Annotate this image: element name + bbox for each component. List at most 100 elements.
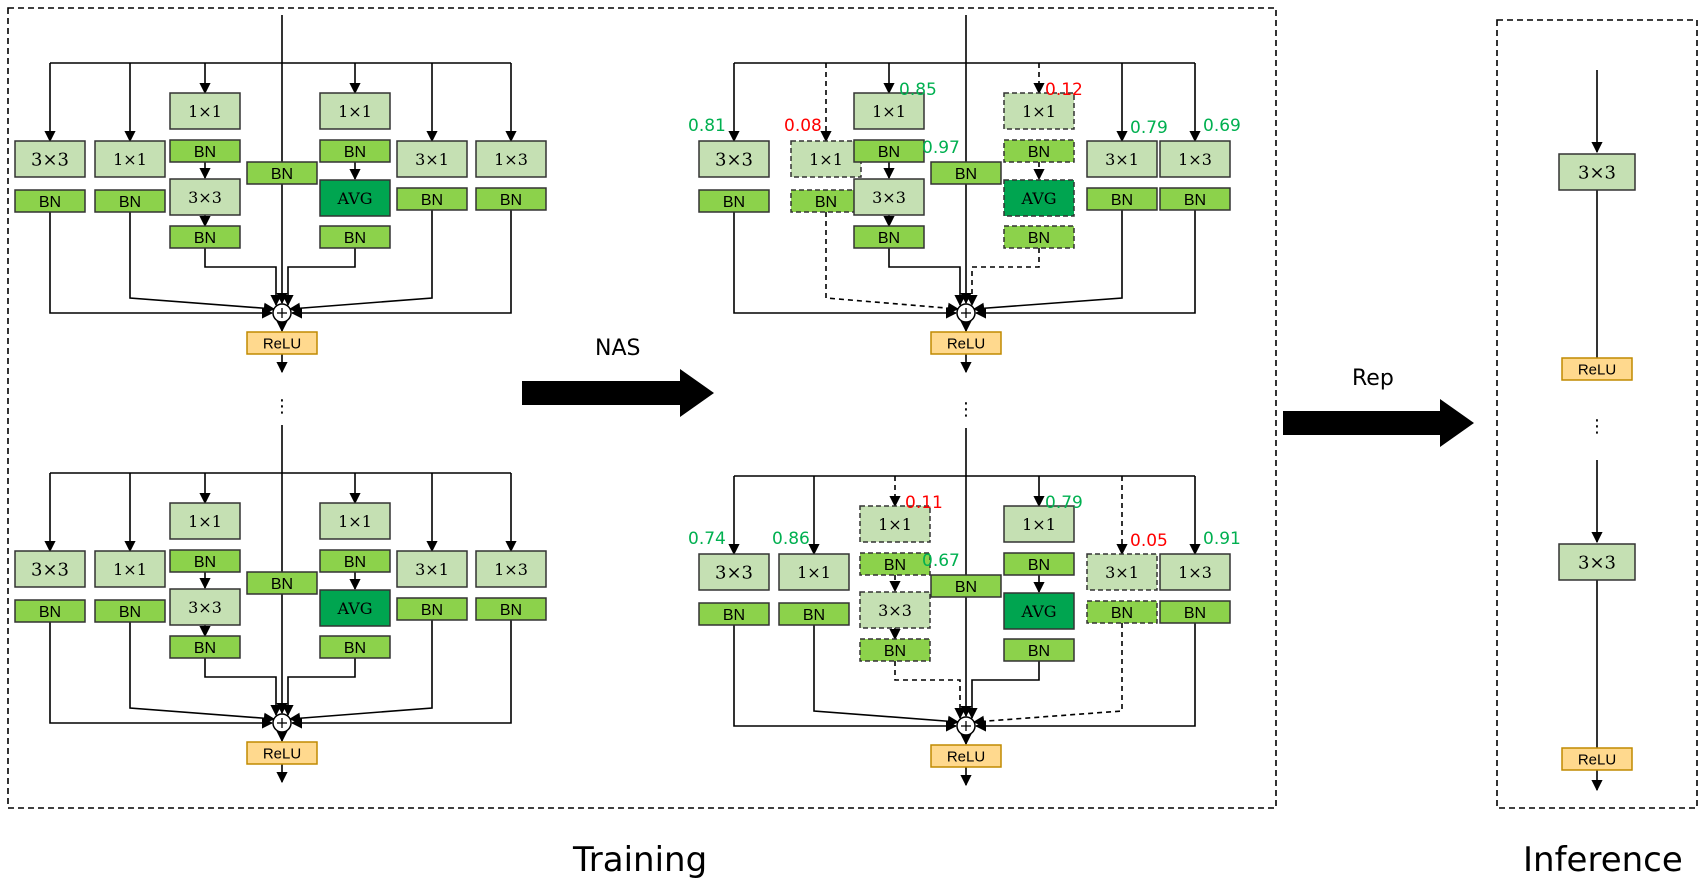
nas-bottom-b3-bn-text: BN — [955, 579, 977, 596]
train-top-b2-conv1-text: 1×1 — [188, 102, 222, 121]
nas-top-b0-bn-text: BN — [723, 194, 745, 211]
nas-top-b4-conv-rect — [1003, 92, 1075, 130]
nas-top-weight-6: 0.69 — [1203, 116, 1241, 136]
inf-relu-top: ReLU — [1561, 357, 1633, 381]
nas-top-b5-conv: 3×1 — [1086, 140, 1158, 178]
train-top-b2-conv1: 1×1 — [169, 92, 241, 130]
train-top-b0-conv: 3×3 — [14, 140, 86, 178]
train-bottom-b2-conv2-rect — [169, 588, 241, 626]
train-top-b6-bn-rect — [475, 187, 547, 211]
train-bottom-b2-bn1: BN — [169, 549, 241, 573]
nas-ellipsis: ⋮ — [957, 399, 975, 420]
train-bottom-ret-5 — [288, 620, 433, 724]
nas-bottom-b2-conv1-rect — [859, 505, 931, 543]
train-top-b0-conv-text: 3×3 — [31, 149, 69, 170]
train-bottom-ret-0 — [49, 622, 274, 729]
nas-bottom-weight-1: 0.86 — [772, 529, 810, 549]
train-bottom-b0-bn-text: BN — [39, 604, 61, 621]
train-bottom-b2-bn2-rect — [169, 635, 241, 659]
train-top-b5-bn: BN — [396, 187, 468, 211]
train-top-b0-bn: BN — [14, 189, 86, 213]
train-bottom-b0-conv-text: 3×3 — [31, 559, 69, 580]
train-top-b2-bn2-text: BN — [194, 230, 216, 247]
train-bottom-b6-bn-text: BN — [500, 602, 522, 619]
train-top-b1-conv-text: 1×1 — [113, 150, 147, 169]
nas-top-b3-bn-rect — [930, 161, 1002, 185]
nas-top-b6-conv: 1×3 — [1159, 140, 1231, 178]
train-top-b0-bn-rect — [14, 189, 86, 213]
inf-conv-bottom-rect — [1558, 543, 1636, 581]
nas-bottom-b0-bn: BN — [698, 602, 770, 626]
train-bottom-add — [272, 713, 292, 733]
inf-conv-top: 3×3 — [1558, 153, 1636, 191]
train-top-b2-conv2: 3×3 — [169, 178, 241, 216]
train-top-b5-conv: 3×1 — [396, 140, 468, 178]
train-bottom-b4-conv: 1×1 — [319, 502, 391, 540]
train-bottom-b4-bn1-text: BN — [344, 554, 366, 571]
train-bottom-b3-bn-text: BN — [271, 576, 293, 593]
train-bottom-b6-bn-rect — [475, 597, 547, 621]
train-top-relu: ReLU — [246, 331, 318, 355]
train-bottom-b1-conv-rect — [94, 550, 166, 588]
train-top-ret-6 — [290, 210, 512, 319]
nas-top-ret-6 — [974, 210, 1196, 319]
nas-bottom-b2-bn2-text: BN — [884, 643, 906, 660]
nas-bottom-ret-5 — [972, 623, 1123, 727]
nas-top-b6-conv-text: 1×3 — [1178, 150, 1212, 169]
nas-top-b2-bn2: BN — [853, 225, 925, 249]
train-bottom-b2-conv2: 3×3 — [169, 588, 241, 626]
train-bottom-b2-conv1-text: 1×1 — [188, 512, 222, 531]
nas-bottom-b6-conv-rect — [1159, 553, 1231, 591]
train-bottom-b4-bn1-rect — [319, 549, 391, 573]
nas-top-b0-conv: 3×3 — [698, 140, 770, 178]
inference-frame — [1496, 19, 1698, 809]
train-top-b6-bn: BN — [475, 187, 547, 211]
nas-top-ret-2 — [888, 248, 966, 307]
nas-top-ret-0 — [733, 212, 958, 319]
train-bottom-b2-bn1-rect — [169, 549, 241, 573]
nas-bottom-b2-conv2-text: 3×3 — [878, 601, 912, 620]
train-bottom-relu-rect — [246, 741, 318, 765]
nas-top-b2-conv2: 3×3 — [853, 178, 925, 216]
nas-bottom-b1-bn-text: BN — [803, 607, 825, 624]
nas-top-relu-text: ReLU — [947, 335, 985, 352]
nas-bottom-b6-bn-text: BN — [1184, 605, 1206, 622]
train-top-relu-text: ReLU — [263, 335, 301, 352]
nas-bottom-b2-conv1: 1×1 — [859, 505, 931, 543]
nas-top-b5-bn-rect — [1086, 187, 1158, 211]
nas-bottom-b6-conv-text: 1×3 — [1178, 563, 1212, 582]
train-bottom-b4-conv-text: 1×1 — [338, 512, 372, 531]
train-top-b6-conv: 1×3 — [475, 140, 547, 178]
nas-bottom-b4-bn2-rect — [1003, 638, 1075, 662]
nas-bottom-b1-conv-rect — [778, 553, 850, 591]
train-bottom-b2-conv1-rect — [169, 502, 241, 540]
train-top-ret-1 — [129, 212, 276, 314]
nas-top-b4-bn1-text: BN — [1028, 144, 1050, 161]
train-top-b3-bn: BN — [246, 161, 318, 185]
nas-bottom-b6-conv: 1×3 — [1159, 553, 1231, 591]
inf-relu-top-rect — [1561, 357, 1633, 381]
nas-bottom-b0-bn-rect — [698, 602, 770, 626]
nas-top-weight-3: 0.97 — [922, 138, 960, 158]
nas-top-b2-bn2-text: BN — [878, 230, 900, 247]
nas-top-b5-conv-text: 3×1 — [1105, 150, 1139, 169]
nas-top-b0-bn-rect — [698, 189, 770, 213]
nas-top-b4-bn2: BN — [1003, 225, 1075, 249]
nas-top-ret-1 — [825, 212, 960, 314]
training-label: Training — [573, 840, 708, 880]
nas-bottom-b2-bn1-text: BN — [884, 557, 906, 574]
nas-bottom-b0-conv-text: 3×3 — [715, 562, 753, 583]
train-bottom-b4-avg-text: AVG — [336, 599, 372, 618]
nas-bottom-b2-conv2: 3×3 — [859, 591, 931, 629]
inf-relu-bottom: ReLU — [1561, 747, 1633, 771]
train-bottom-b5-bn-text: BN — [421, 602, 443, 619]
train-top-b2-bn1-text: BN — [194, 144, 216, 161]
nas-bottom-b2-bn1-rect — [859, 552, 931, 576]
nas-bottom-b4-bn2: BN — [1003, 638, 1075, 662]
nas-bottom-b4-avg-rect — [1003, 592, 1075, 630]
nas-top-b4-avg-text: AVG — [1020, 189, 1056, 208]
inference-label: Inference — [1523, 840, 1683, 880]
train-bottom-b2-conv1: 1×1 — [169, 502, 241, 540]
train-bottom-b4-bn2: BN — [319, 635, 391, 659]
train-top-b5-bn-rect — [396, 187, 468, 211]
